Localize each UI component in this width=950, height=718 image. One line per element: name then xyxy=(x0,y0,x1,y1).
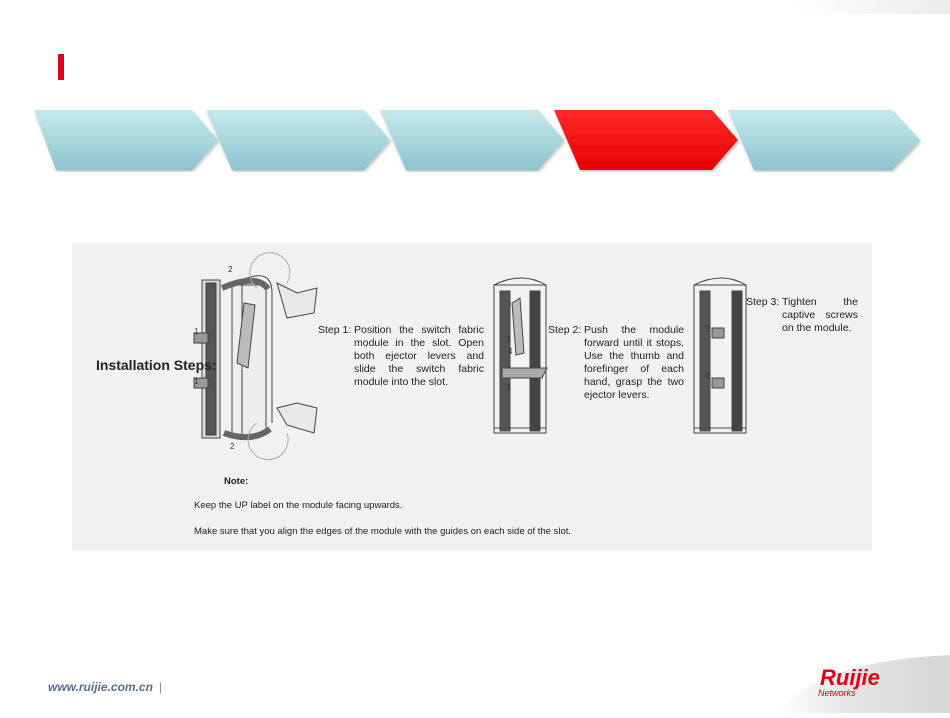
note-label: Note: xyxy=(224,476,249,487)
installation-heading: Installation Steps: xyxy=(96,357,217,373)
callout-number: 3 xyxy=(506,383,511,392)
callout-number: 3 xyxy=(506,335,511,344)
callout-number: 4 xyxy=(508,347,513,356)
footer-url-text: www.ruijie.com.cn xyxy=(48,680,153,694)
logo-swoosh: Ruijie Networks xyxy=(778,655,950,713)
callout-number: 5 xyxy=(706,325,711,334)
module-drawings xyxy=(193,252,747,461)
callout-number: 1 xyxy=(194,327,199,336)
installation-figure: Installation Steps: 1 1 2 2 3 4 3 5 5 St… xyxy=(72,243,872,551)
process-step-5 xyxy=(726,108,926,172)
callout-number: 2 xyxy=(230,442,235,451)
process-step-4-active xyxy=(552,108,742,172)
step-2-text: Step 2: Push the module forward until it… xyxy=(548,324,688,414)
step-1-description: Position the switch fabric module in the… xyxy=(354,324,484,388)
callout-number: 2 xyxy=(228,265,233,274)
logo-wordmark: Ruijie xyxy=(820,665,880,690)
step-2-description: Push the module forward until it stops. … xyxy=(584,324,684,401)
step-2-label: Step 2: xyxy=(548,324,582,336)
callout-number: 1 xyxy=(194,377,199,386)
title-accent-bar xyxy=(58,54,64,80)
step-3-text: Step 3: Tighten the captive screws on th… xyxy=(746,296,866,346)
footer-separator: | xyxy=(158,680,163,694)
process-step-1 xyxy=(32,108,222,172)
step-3-label: Step 3: xyxy=(746,296,780,308)
step-1-label: Step 1: xyxy=(318,324,352,336)
note-line-2: Make sure that you align the edges of th… xyxy=(194,526,572,537)
callout-number: 5 xyxy=(706,371,711,380)
process-step-3 xyxy=(378,108,568,172)
step-3-description: Tighten the captive screws on the module… xyxy=(782,296,858,334)
step-1-text: Step 1: Position the switch fabric modul… xyxy=(318,324,508,396)
logo-subtext: Networks xyxy=(818,688,856,698)
process-step-2 xyxy=(204,108,394,172)
top-corner-shade xyxy=(790,0,950,14)
process-chevrons xyxy=(32,108,932,172)
ruijie-logo: Ruijie Networks xyxy=(778,651,950,713)
footer-website: www.ruijie.com.cn | xyxy=(48,680,162,694)
note-line-1: Keep the UP label on the module facing u… xyxy=(194,500,403,511)
